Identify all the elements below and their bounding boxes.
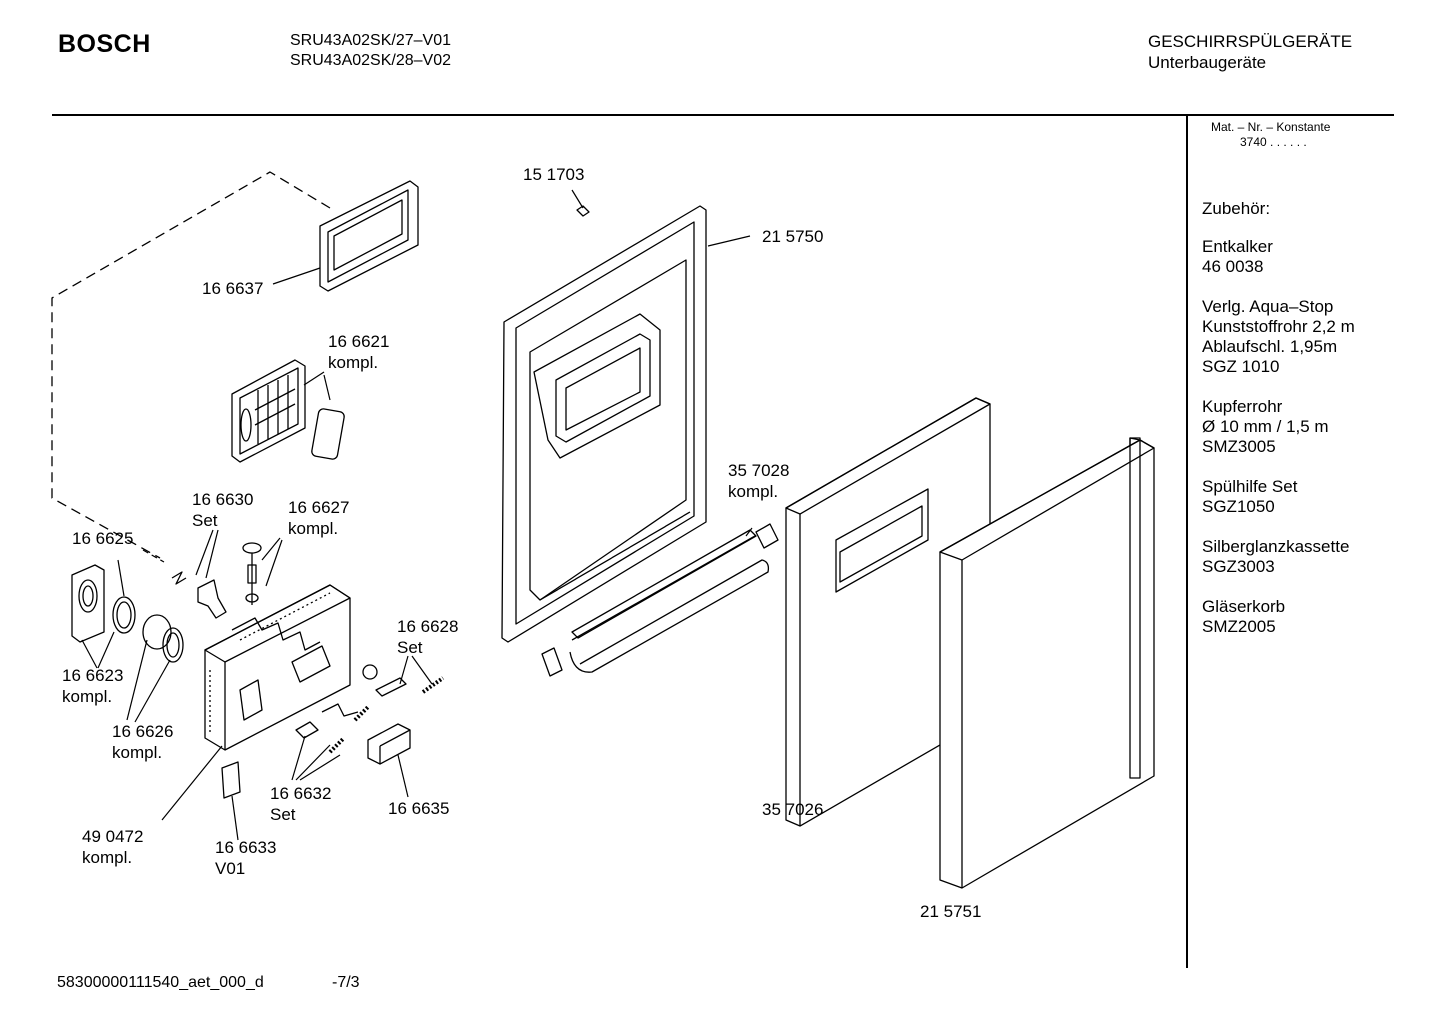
latch-part (321, 703, 359, 717)
decor-panel-part (939, 437, 1155, 889)
filter-pad-part (311, 408, 345, 460)
brand-logo: BOSCH (58, 30, 151, 58)
header-divider (52, 114, 1394, 116)
card-part (221, 761, 241, 799)
lever-part (197, 579, 227, 619)
accessory-item: Entkalker 46 0038 (1202, 237, 1273, 276)
cap-part (71, 564, 105, 643)
part-label: 16 6635 (388, 799, 450, 818)
sensor-part (367, 723, 411, 765)
bracket-part (541, 647, 563, 677)
spring-part (328, 736, 346, 754)
group-dashed-outline (51, 171, 331, 559)
exploded-view-diagram (51, 171, 1155, 889)
part-label: 16 6632 Set (270, 784, 332, 824)
part-label: 16 6627 kompl. (288, 498, 350, 538)
accessory-item: Kupferrohr Ø 10 mm / 1,5 m SMZ3005 (1202, 397, 1329, 456)
part-label: 49 0472 kompl. (82, 827, 144, 867)
spring-part (353, 704, 371, 722)
model-number-1: SRU43A02SK/27–V01 (290, 32, 451, 49)
part-label: 21 5750 (762, 227, 824, 246)
part-label: 16 6628 Set (397, 617, 459, 657)
seal-ring-part (112, 596, 136, 634)
part-label: 16 6633 V01 (215, 838, 277, 878)
part-label: 15 1703 (523, 165, 585, 184)
accessory-item: Silberglanzkassette SGZ3003 (1202, 537, 1350, 576)
bracket-part (755, 523, 779, 549)
part-label: 16 6637 (202, 279, 264, 298)
lever-part (375, 677, 407, 697)
latch-part (295, 721, 319, 739)
sidebar-divider (1186, 116, 1188, 968)
filter-frame-part (319, 180, 419, 292)
spring-part (421, 676, 445, 694)
part-label: 35 7028 kompl. (728, 461, 790, 501)
document-id: 58300000111540_aet_000_d (57, 974, 264, 991)
accessories-title: Zubehör: (1202, 199, 1271, 218)
leader-lines (81, 189, 753, 841)
part-label: 16 6625 (72, 529, 134, 548)
trim-strip-part (569, 529, 770, 673)
grille-part (231, 359, 306, 463)
part-label: 16 6623 kompl. (62, 666, 124, 706)
mat-nr-label: Mat. – Nr. – Konstante (1211, 120, 1331, 134)
dispenser-housing-part (204, 584, 351, 751)
valve-part (142, 614, 172, 650)
accessory-item: Gläserkorb SMZ2005 (1202, 597, 1286, 636)
category-subtitle: Unterbaugeräte (1148, 53, 1267, 72)
part-label: 16 6626 kompl. (112, 722, 174, 762)
inner-door-part (501, 205, 707, 643)
category-title: GESCHIRRSPÜLGERÄTE (1148, 32, 1353, 51)
shaft-part (242, 542, 262, 605)
part-label: 35 7026 (762, 800, 824, 819)
page-number: -7/3 (332, 974, 360, 991)
spring-clip-part (171, 571, 187, 585)
model-number-2: SRU43A02SK/28–V02 (290, 52, 451, 69)
part-label: 21 5751 (920, 902, 982, 921)
mat-nr-value: 3740 . . . . . . (1240, 135, 1307, 149)
accessory-item: Verlg. Aqua–Stop Kunststoffrohr 2,2 m Ab… (1202, 297, 1355, 376)
screw-part (576, 205, 590, 217)
ball-part (362, 664, 378, 680)
front-panel-part (785, 397, 991, 827)
seal-ring-part (162, 627, 184, 663)
part-label: 16 6621 kompl. (328, 332, 390, 372)
accessory-item: Spülhilfe Set SGZ1050 (1202, 477, 1298, 516)
part-label: 16 6630 Set (192, 490, 254, 530)
